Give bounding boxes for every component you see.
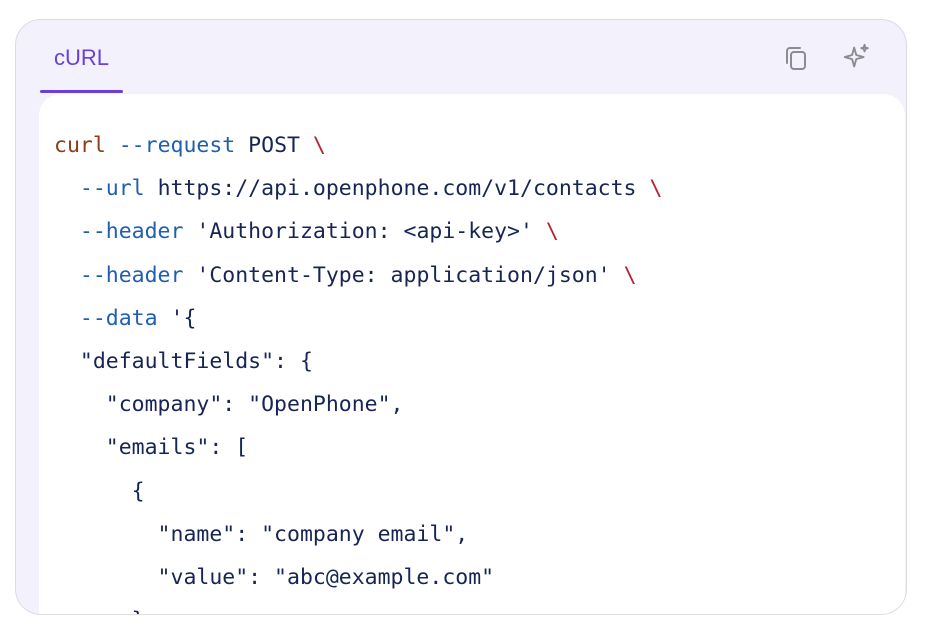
code-token: "name": "company email", — [54, 521, 469, 547]
code-line: "value": "abc@example.com" — [54, 556, 662, 599]
code-tab-bar: cURL — [16, 20, 906, 94]
code-token: --data — [79, 305, 158, 331]
code-line: "emails": [ — [54, 426, 662, 469]
code-line: --url https://api.openphone.com/v1/conta… — [54, 167, 663, 210]
code-token: "emails": [ — [54, 435, 249, 461]
tab-curl[interactable]: cURL — [40, 20, 124, 94]
code-content: curl --request POST \ --url https://api.… — [54, 124, 663, 614]
code-token — [54, 176, 80, 201]
code-token: '{ — [157, 305, 197, 331]
code-line: --header 'Authorization: <api-key>' \ — [54, 210, 662, 253]
active-tab-indicator — [40, 90, 124, 93]
code-line: "company": "OpenPhone", — [54, 383, 662, 426]
code-token: "company": "OpenPhone", — [54, 392, 404, 418]
code-token: curl — [54, 133, 106, 158]
code-token: --header — [79, 262, 184, 288]
code-token — [54, 306, 80, 331]
code-line: "name": "company email", — [54, 513, 662, 556]
code-line: "defaultFields": { — [54, 340, 662, 383]
code-line: --data '{ — [54, 297, 662, 340]
code-token: --url — [79, 176, 145, 202]
copy-button[interactable] — [780, 42, 812, 74]
code-token: \ — [312, 133, 326, 158]
code-token: POST — [235, 133, 313, 158]
code-token — [106, 133, 119, 158]
copy-icon — [786, 47, 806, 70]
code-token: }, — [54, 608, 158, 614]
code-token: \ — [649, 176, 663, 202]
code-token: 'Authorization: <api-key>' — [183, 219, 546, 245]
code-token: https://api.openphone.com/v1/contacts — [144, 176, 650, 202]
code-line: --header 'Content-Type: application/json… — [54, 254, 662, 297]
code-token: --header — [79, 219, 184, 245]
code-line: { — [54, 470, 662, 513]
code-token: "defaultFields": { — [54, 348, 313, 374]
ask-ai-button[interactable] — [841, 42, 873, 74]
code-token: 'Content-Type: application/json' — [183, 262, 624, 288]
sparkle-icon — [843, 43, 869, 68]
tab-curl-label: cURL — [54, 45, 110, 70]
code-panel: curl --request POST \ --url https://api.… — [39, 94, 905, 614]
code-line: curl --request POST \ — [54, 124, 662, 167]
code-token: "value": "abc@example.com" — [54, 564, 495, 590]
code-line: }, — [54, 599, 662, 614]
code-token: --request — [118, 133, 236, 158]
code-token: \ — [623, 262, 637, 288]
code-token — [54, 219, 80, 244]
code-token: \ — [545, 219, 559, 245]
code-token — [54, 263, 80, 288]
code-block-card: cURL curl --request POST \ --url https:/… — [15, 19, 907, 615]
code-token: { — [54, 478, 145, 504]
